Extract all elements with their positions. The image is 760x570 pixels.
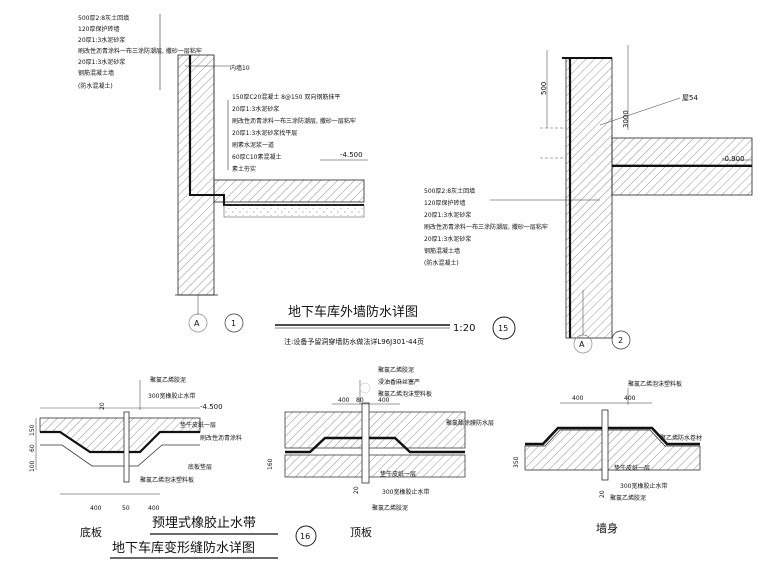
roof-top-2: 聚氯乙烯泡沫塑料板 (378, 390, 432, 398)
detail-a-labels: 500厚2:8灰土回填 120厚保护砖墙 20厚1:3水泥砂浆 刷改性沥青涂料一… (78, 14, 363, 328)
b-axis: A (579, 340, 585, 349)
wall-right: 聚乙烯防水卷材 (660, 434, 702, 442)
roof-bottom-1: 300宽橡胶止水带 (382, 488, 429, 496)
title-sub: 预埋式橡胶止水带 (152, 515, 256, 531)
title-scale: 1:20 (453, 323, 475, 334)
floor-level: -4.500 (200, 403, 223, 411)
a-layer-3: 刷改性沥青涂料一布三涂防潮层, 撒砂一层粘牢 (78, 47, 202, 55)
floor-name: 底板 (80, 525, 102, 539)
title-index: 15 (498, 324, 508, 333)
joint-roof-labels: 聚氯乙烯胶泥 浸油香麻丝塞严 聚氯乙烯泡沫塑料板 聚氯酯涂膜防水层 垫牛皮纸一层… (267, 366, 494, 539)
roof-bottom-2: 聚氯乙烯胶泥 (372, 504, 408, 512)
roof-right: 聚氯酯涂膜防水层 (446, 419, 494, 427)
floor-slab-a (213, 179, 365, 203)
wall-top-0: 聚氯乙烯泡沫塑料板 (628, 380, 682, 388)
title-note: 注:设备予留洞穿墙防水做法详L96J301-44页 (284, 337, 424, 346)
b-layer-5: 钢筋混凝土墙 (424, 247, 460, 255)
joint-wall (524, 388, 701, 481)
floor-top-1: 300宽橡胶止水带 (148, 392, 195, 400)
b-level: -0.900 (722, 155, 745, 163)
b-layer-4: 20厚1:3水泥砂浆 (424, 235, 471, 243)
a-floor-4: 刷素水泥浆一道 (232, 141, 274, 149)
b-roof-label: 屋54 (682, 94, 698, 102)
wall-name: 墙身 (596, 521, 618, 535)
b-layer-2: 20厚1:3水泥砂浆 (424, 211, 471, 219)
floor-dim-0: 20 (99, 402, 106, 410)
a-axis: A (194, 319, 200, 328)
a-floor-2: 刷改性沥青涂料一布三涂防潮层, 撒砂一层粘牢 (232, 117, 356, 125)
b-index: 2 (618, 336, 623, 345)
joint-roof (284, 380, 466, 484)
joint-floor-labels: 聚氯乙烯胶泥 300宽橡胶止水带 -4.500 垫牛皮纸一层 刷改性沥青涂料 底… (29, 376, 242, 539)
floor-right-0: 垫牛皮纸一层 (180, 421, 216, 429)
title-block-16: 预埋式橡胶止水带 地下车库变形缝防水详图 16 (110, 515, 317, 559)
a-layer-4: 20厚1:3水泥砂浆 (78, 58, 125, 66)
b-dim-500: 500 (540, 82, 548, 95)
roof-name: 顶板 (350, 525, 372, 539)
a-floor-6: 素土夯实 (232, 165, 256, 173)
joint-floor (35, 380, 201, 495)
b-layer-1: 120厚保护砖墙 (424, 199, 465, 207)
roof-top-0: 聚氯乙烯胶泥 (378, 366, 414, 374)
a-floor-0: 150厚C20混凝土 8@150 双向钢筋抹平 (232, 93, 340, 101)
floor-dim-2: 60 (29, 444, 36, 452)
floor-dim-5: 50 (122, 505, 130, 512)
floor-dim-6: 400 (148, 505, 160, 512)
a-level: -4.500 (340, 151, 363, 159)
floor-dim-3: 100 (29, 460, 36, 472)
joint-wall-labels: 聚氯乙烯泡沫塑料板 聚乙烯防水卷材 垫牛皮纸一层 300宽橡胶止水带 聚氯乙烯胶… (513, 380, 702, 535)
wall-dim-3: 20 (599, 490, 606, 498)
floor-right-1: 刷改性沥青涂料 (200, 434, 242, 442)
a-floor-3: 20厚1:3水泥砂浆找平层 (232, 129, 297, 137)
b-layer-0: 500厚2:8灰土回填 (424, 187, 475, 195)
b-layer-3: 刷改性沥青涂料一布三涂防潮层, 撒砂一层粘牢 (424, 223, 548, 231)
title-main: 地下车库外墙防水详图 (288, 304, 418, 320)
axis-bubble-b (573, 334, 593, 354)
roof-dim-1: 80 (356, 397, 364, 404)
concrete-wall-a (177, 54, 215, 296)
roof-dim-3: 160 (267, 458, 274, 470)
a-inner-wall: 内墙10 (230, 64, 250, 72)
roof-dim-4: 20 (353, 486, 360, 494)
a-index: 1 (231, 319, 236, 328)
roof-slab-b (611, 164, 753, 196)
b-dim-3000: 3000 (622, 110, 630, 128)
a-layer-6: (防水混凝土) (78, 82, 113, 90)
roof-dim-2: 400 (378, 397, 390, 404)
roof-dim-0: 400 (338, 397, 350, 404)
detail-b-labels: 500 3000 屋54 -0.900 500厚2:8灰土回填 120厚保护砖墙… (424, 82, 745, 349)
floor-dim-4: 400 (90, 505, 102, 512)
a-floor-5: 60厚C10素混凝土 (232, 153, 281, 161)
title-block-15: 地下车库外墙防水详图 1:20 15 注:设备予留洞穿墙防水做法详L96J301… (275, 304, 516, 346)
title-main-16: 地下车库变形缝防水详图 (112, 540, 255, 556)
wall-bottom-1: 300宽橡胶止水带 (620, 482, 667, 490)
roof-bottom-0: 垫牛皮纸一层 (380, 470, 416, 478)
wall-dim-2: 350 (513, 456, 520, 468)
detail-b (490, 45, 753, 354)
concrete-wall-b (565, 57, 613, 339)
floor-dim-1: 150 (29, 424, 36, 436)
a-floor-1: 20厚1:3水泥砂浆 (232, 105, 279, 113)
wall-dim-1: 400 (624, 395, 636, 402)
wall-dim-0: 400 (572, 395, 584, 402)
floor-right-2: 底板垫层 (188, 463, 212, 471)
roof-top-1: 浸油香麻丝塞严 (378, 378, 420, 386)
a-layer-2: 20厚1:3水泥砂浆 (78, 36, 125, 44)
wall-bottom-0: 垫牛皮纸一层 (614, 464, 650, 472)
title-index-16: 16 (300, 532, 310, 541)
b-layer-6: (防水混凝土) (424, 259, 459, 267)
floor-top-0: 聚氯乙烯胶泥 (150, 376, 186, 384)
detail-a (159, 14, 368, 333)
axis-bubble-a (188, 313, 208, 333)
a-layer-1: 120厚保护砖墙 (78, 25, 119, 33)
a-layer-0: 500厚2:8灰土回填 (78, 14, 129, 22)
a-layer-5: 钢筋混凝土墙 (78, 69, 114, 77)
floor-bottom: 聚氯乙烯泡沫塑料板 (140, 476, 194, 484)
wall-bottom-2: 聚氯乙烯胶泥 (610, 494, 646, 502)
